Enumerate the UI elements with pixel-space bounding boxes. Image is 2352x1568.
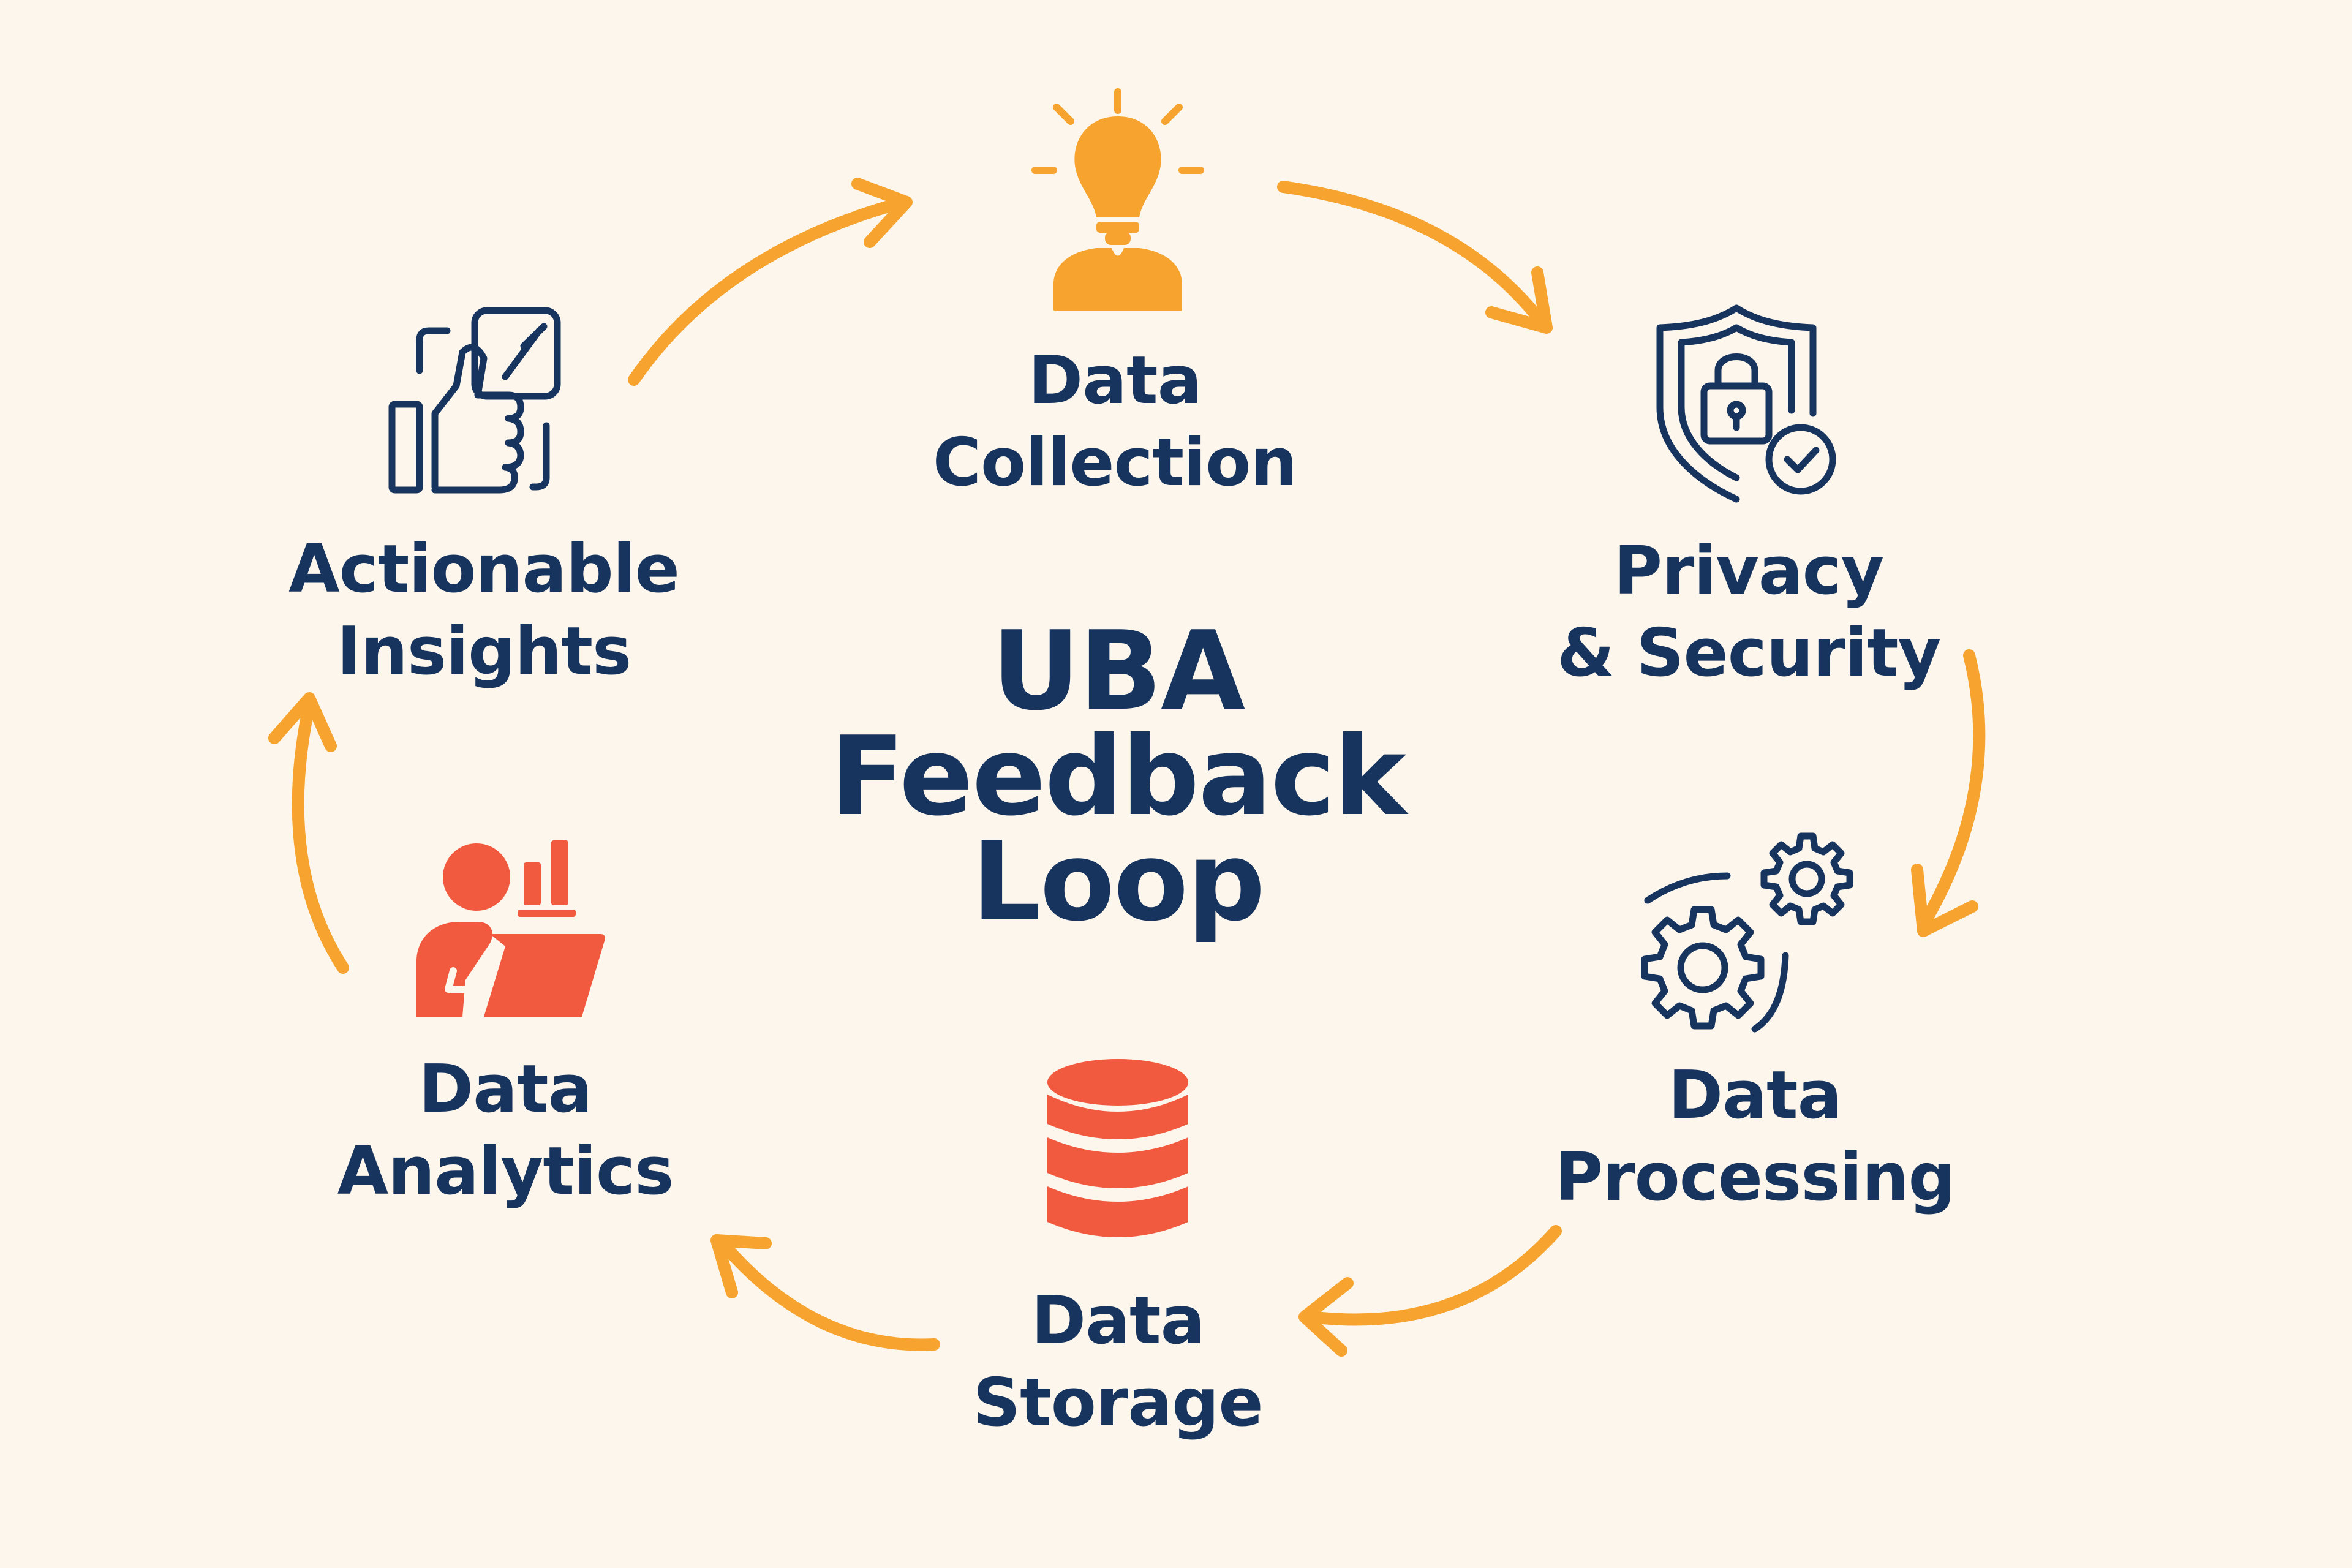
arrow-collection-to-privacy (1277, 181, 1550, 331)
arrow-processing-to-storage (1305, 1225, 1562, 1326)
stage-label-actionable-insights: Actionable Insights (288, 531, 680, 690)
database-icon (1047, 1059, 1188, 1237)
stage-label-privacy-security: Privacy & Security (1556, 533, 1941, 692)
arrow-head-processing-to-storage (1298, 1277, 1354, 1357)
arrow-analytics-to-insights (292, 698, 349, 974)
person-laptop-chart-icon (417, 840, 605, 1017)
lightbulb-person-icon (1031, 88, 1204, 311)
stage-label-data-storage: Data Storage (973, 1283, 1263, 1441)
arrow-head-storage-to-analytics (710, 1234, 772, 1298)
stage-label-data-analytics: Data Analytics (337, 1051, 674, 1210)
thumbs-up-icon (388, 307, 561, 494)
stage-label-data-processing: Data Processing (1555, 1057, 1956, 1216)
gears-icon (1641, 832, 1853, 1033)
arrow-storage-to-analytics (717, 1237, 940, 1351)
diagram-title: UBA Feedback Loop (830, 608, 1407, 945)
arrow-insights-to-collection (628, 196, 910, 386)
arrow-head-analytics-to-insights (268, 692, 337, 752)
shield-lock-icon (1656, 304, 1836, 503)
arrow-head-insights-to-collection (851, 178, 913, 248)
stage-label-data-collection: Data Collection (932, 342, 1297, 501)
arrow-head-collection-to-privacy (1485, 266, 1553, 334)
arrow-privacy-to-processing (1917, 649, 1986, 931)
arrow-head-privacy-to-processing (1911, 864, 1978, 937)
